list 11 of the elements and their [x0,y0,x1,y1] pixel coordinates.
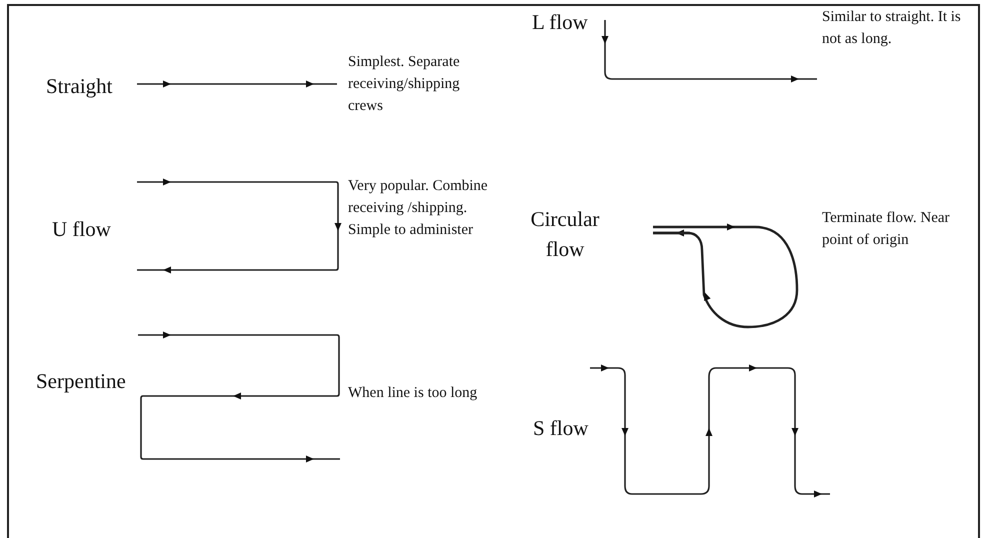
flow-pattern-name: U flow [52,216,112,243]
flow-description: Simplest. Separate receiving/shipping crews [348,53,461,116]
flow-pattern-name: S flow [533,415,590,442]
flow-description: Terminate flow. Near point of origin [822,209,950,250]
flow-description: Similar to straight. It is not as long. [822,8,962,49]
flow-description: Very popular. Combine receiving /shipping. Simple to administer [348,177,489,240]
flow-pattern-name: Serpentine [36,368,127,395]
flow-pattern-name: Circular flow [530,206,600,264]
flow-pattern-name: Straight [46,73,114,100]
flow-pattern-name: L flow [532,9,589,36]
flow-description: When line is too long [348,384,478,403]
